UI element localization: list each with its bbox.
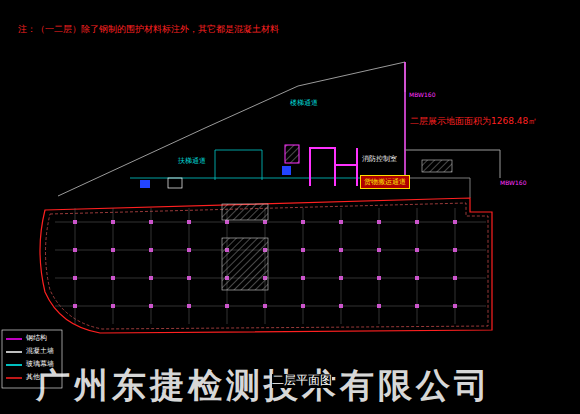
column (301, 304, 305, 308)
column (187, 220, 191, 224)
column (149, 276, 153, 280)
column (111, 220, 115, 224)
axis-line (55, 222, 486, 223)
legend-swatch (6, 377, 22, 379)
column (149, 220, 153, 224)
stair (422, 160, 452, 172)
column (73, 220, 77, 224)
column (149, 248, 153, 252)
wall (215, 150, 262, 180)
void (222, 238, 268, 290)
column (415, 220, 419, 224)
column (187, 248, 191, 252)
column (377, 248, 381, 252)
column (415, 304, 419, 308)
wall-tag: MBW160 (409, 92, 435, 99)
watermark: 广州东捷检测技术有限公司 (36, 366, 492, 405)
column (339, 276, 343, 280)
legend-swatch (6, 351, 22, 353)
room-label: 货物搬运通道 (364, 177, 406, 187)
wall (405, 150, 500, 178)
column (111, 248, 115, 252)
area-note: 二层展示地面面积为1268.48㎡ (410, 116, 537, 126)
column (149, 304, 153, 308)
column (187, 304, 191, 308)
column (415, 248, 419, 252)
column (73, 304, 77, 308)
column (225, 304, 229, 308)
note: 注：（一二层）除了钢制的围护材料标注外，其它都是混凝土材料 (18, 24, 279, 34)
room-box: 货物搬运通道 (360, 175, 410, 189)
column (377, 220, 381, 224)
column (339, 220, 343, 224)
column (187, 276, 191, 280)
legend-label: 混凝土墙 (26, 347, 54, 355)
column (301, 248, 305, 252)
column (73, 276, 77, 280)
column (339, 248, 343, 252)
legend-swatch (6, 364, 22, 366)
column (263, 220, 267, 224)
column (73, 248, 77, 252)
steel-wall (310, 148, 357, 186)
column (453, 220, 457, 224)
equipment (282, 166, 291, 175)
caption: 二层平面图 (272, 374, 332, 388)
column (301, 220, 305, 224)
column (377, 276, 381, 280)
room-label: 楼梯通道 (290, 99, 318, 107)
outer-wall (46, 203, 489, 329)
column (111, 304, 115, 308)
column (111, 276, 115, 280)
outer-wall (40, 198, 492, 333)
steel-wall (404, 62, 406, 178)
legend-label: 其他 (26, 373, 40, 381)
legend-label: 钢结构 (26, 334, 47, 342)
column (225, 220, 229, 224)
room (168, 178, 182, 188)
room-label: 消防控制室 (362, 155, 397, 163)
shaft (285, 145, 299, 163)
legend-label: 玻璃幕墙 (26, 360, 54, 368)
column (263, 304, 267, 308)
column (453, 276, 457, 280)
axis-line (55, 250, 486, 251)
room-label: 扶梯通道 (178, 157, 206, 165)
column (339, 304, 343, 308)
column (301, 276, 305, 280)
column (415, 276, 419, 280)
column (453, 304, 457, 308)
wall (405, 178, 470, 198)
legend-swatch (6, 338, 22, 340)
axis-line (55, 306, 486, 307)
column (453, 248, 457, 252)
axis-grid (55, 208, 486, 324)
void (222, 204, 268, 220)
equipment (140, 180, 150, 188)
wall-tag: MBW160 (500, 180, 526, 187)
axis-line (55, 278, 486, 279)
column (377, 304, 381, 308)
roof-outline (58, 62, 405, 196)
